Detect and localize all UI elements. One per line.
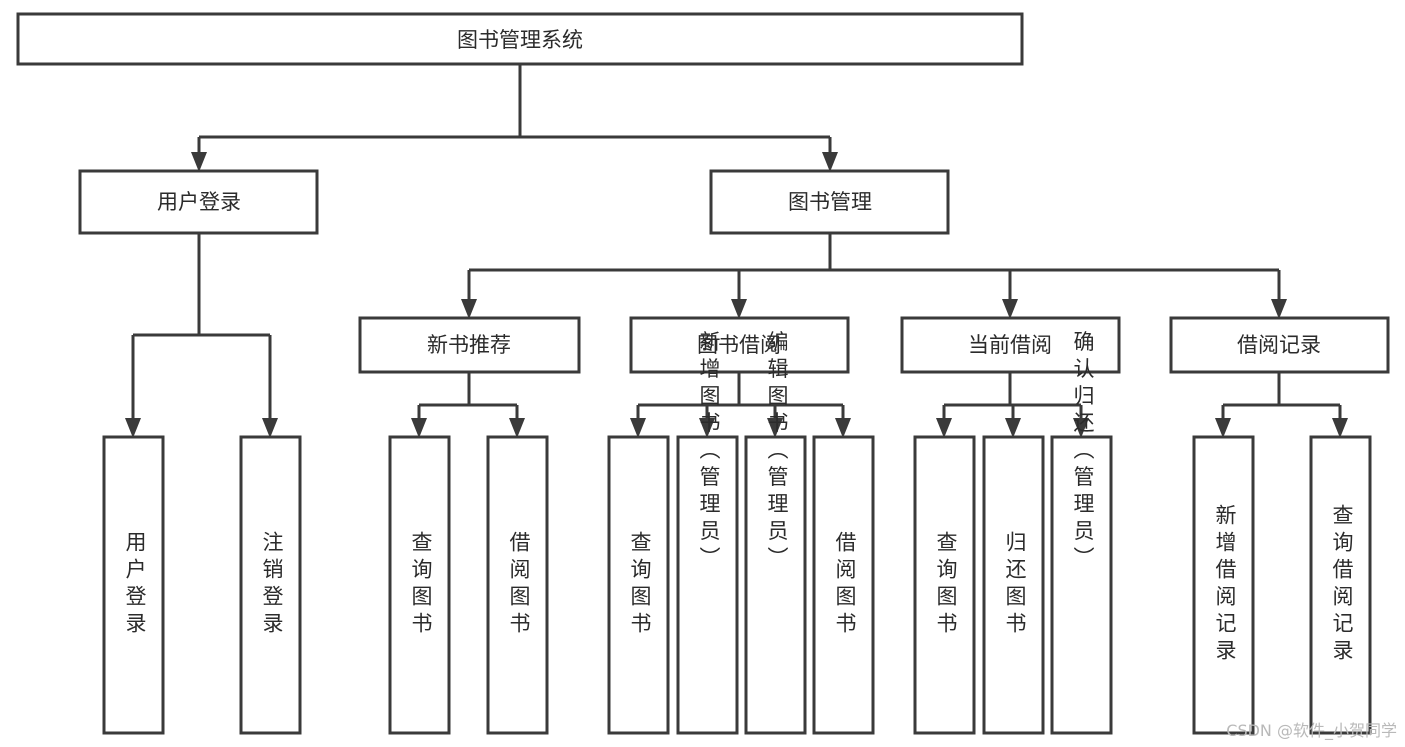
arrowhead-leaf-add-book-admin [699, 418, 715, 438]
node-leaf-logout[interactable]: 注销登录 [239, 435, 302, 735]
node-leaf-query-book-3[interactable]: 查询图书 [913, 435, 976, 735]
node-leaf-query-borrow-record-box[interactable] [1309, 435, 1372, 735]
node-leaf-query-book-2-box[interactable] [607, 435, 670, 735]
arrowhead-leaf-query-book-1 [411, 418, 427, 438]
node-book-manage-branch[interactable]: 图书管理 [709, 169, 950, 235]
node-leaf-borrow-book-2[interactable]: 借阅图书 [812, 435, 875, 735]
node-root-label: 图书管理系统 [457, 28, 583, 52]
node-leaf-query-book-1-box[interactable] [388, 435, 451, 735]
node-book-manage-branch-box[interactable] [709, 169, 950, 235]
node-leaf-borrow-book-1-box[interactable] [486, 435, 549, 735]
arrowhead-leaf-query-book-2 [630, 418, 646, 438]
arrowhead-leaf-return-book [1005, 418, 1021, 438]
node-current-borrow[interactable]: 当前借阅 [900, 316, 1121, 374]
arrowhead-book-borrow [731, 299, 747, 319]
arrowhead-leaf-query-borrow-record [1332, 418, 1348, 438]
node-leaf-query-book-2[interactable]: 查询图书 [607, 435, 670, 735]
node-leaf-confirm-return-admin-box[interactable] [1050, 435, 1113, 735]
node-leaf-edit-book-admin[interactable]: 编辑图书（管理员） [744, 331, 807, 735]
node-leaf-add-borrow-record-box[interactable] [1192, 435, 1255, 735]
node-leaf-confirm-return-admin-label: 确认归还（管理员） [1071, 331, 1095, 574]
node-leaf-borrow-book-1-label: 借阅图书 [507, 531, 531, 639]
node-leaf-query-book-1[interactable]: 查询图书 [388, 435, 451, 735]
node-borrow-record-box[interactable] [1169, 316, 1390, 374]
node-leaf-add-book-admin-box[interactable] [676, 435, 739, 735]
arrowhead-borrow-record [1271, 299, 1287, 319]
arrowhead-leaf-edit-book-admin [767, 418, 783, 438]
node-leaf-confirm-return-admin[interactable]: 确认归还（管理员） [1050, 331, 1113, 735]
node-leaf-user-login-label: 用户登录 [123, 531, 147, 639]
node-leaf-add-book-admin[interactable]: 新增图书（管理员） [676, 331, 739, 735]
node-leaf-add-borrow-record-label: 新增借阅记录 [1213, 504, 1237, 666]
node-book-borrow-label: 图书借阅 [697, 333, 781, 357]
arrowhead-leaf-user-login [125, 418, 141, 438]
node-user-login-branch-box[interactable] [78, 169, 319, 235]
node-leaf-edit-book-admin-box[interactable] [744, 435, 807, 735]
node-user-login-branch[interactable]: 用户登录 [78, 169, 319, 235]
node-leaf-return-book-box[interactable] [982, 435, 1045, 735]
node-leaf-borrow-book-2-label: 借阅图书 [833, 531, 857, 639]
node-book-borrow[interactable]: 图书借阅 [629, 316, 850, 374]
connector-layer [125, 64, 1348, 438]
node-leaf-query-borrow-record[interactable]: 查询借阅记录 [1309, 435, 1372, 735]
node-leaf-add-borrow-record[interactable]: 新增借阅记录 [1192, 435, 1255, 735]
node-leaf-borrow-book-1[interactable]: 借阅图书 [486, 435, 549, 735]
node-leaf-edit-book-admin-label: 编辑图书（管理员） [765, 331, 789, 574]
node-book-manage-branch-label: 图书管理 [788, 190, 872, 214]
arrowhead-leaf-borrow-book-2 [835, 418, 851, 438]
node-leaf-query-book-3-box[interactable] [913, 435, 976, 735]
node-leaf-return-book[interactable]: 归还图书 [982, 435, 1045, 735]
node-leaf-user-login-box[interactable] [102, 435, 165, 735]
arrowhead-new-book-recommend [461, 299, 477, 319]
node-root-box[interactable] [16, 12, 1024, 66]
arrowhead-leaf-query-book-3 [936, 418, 952, 438]
node-leaf-logout-box[interactable] [239, 435, 302, 735]
node-user-login-branch-label: 用户登录 [157, 190, 241, 214]
node-current-borrow-label: 当前借阅 [968, 333, 1052, 357]
node-borrow-record-label: 借阅记录 [1237, 333, 1321, 357]
arrowhead-current-borrow [1002, 299, 1018, 319]
node-leaf-borrow-book-2-box[interactable] [812, 435, 875, 735]
arrowhead-book-manage [822, 152, 838, 172]
csdn-watermark: CSDN @软件_小贺同学 [1226, 721, 1397, 740]
node-leaf-return-book-label: 归还图书 [1003, 531, 1027, 639]
arrowhead-leaf-confirm-return [1073, 418, 1089, 438]
node-leaf-query-book-2-label: 查询图书 [628, 531, 652, 639]
node-new-book-recommend-label: 新书推荐 [427, 333, 511, 357]
arrowhead-leaf-add-borrow-record [1215, 418, 1231, 438]
node-borrow-record[interactable]: 借阅记录 [1169, 316, 1390, 374]
node-leaf-query-book-3-label: 查询图书 [934, 531, 958, 639]
node-leaf-logout-label: 注销登录 [260, 531, 284, 639]
node-current-borrow-box[interactable] [900, 316, 1121, 374]
arrowhead-leaf-borrow-book-1 [509, 418, 525, 438]
node-new-book-recommend[interactable]: 新书推荐 [358, 316, 581, 374]
node-leaf-user-login[interactable]: 用户登录 [102, 435, 165, 735]
node-root[interactable]: 图书管理系统 [16, 12, 1024, 66]
arrowhead-user-login [191, 152, 207, 172]
node-leaf-query-book-1-label: 查询图书 [409, 531, 433, 639]
node-book-borrow-box[interactable] [629, 316, 850, 374]
node-leaf-query-borrow-record-label: 查询借阅记录 [1330, 504, 1354, 666]
node-leaf-add-book-admin-label: 新增图书（管理员） [697, 331, 721, 574]
arrowhead-leaf-logout [262, 418, 278, 438]
node-new-book-recommend-box[interactable] [358, 316, 581, 374]
